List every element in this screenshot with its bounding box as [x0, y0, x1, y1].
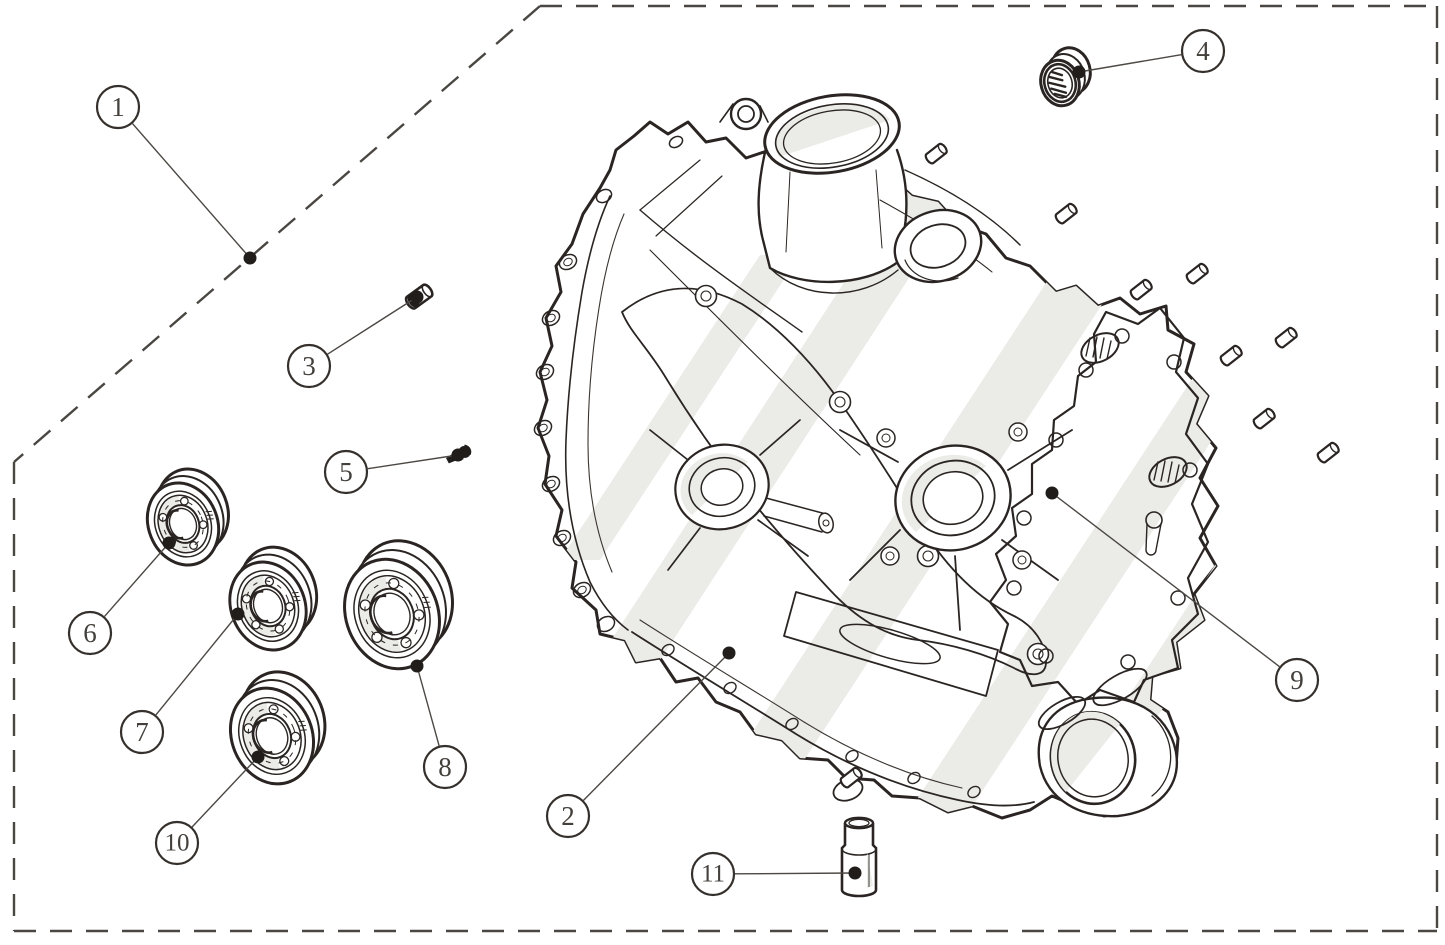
leader-dot	[1045, 486, 1059, 500]
leader-line	[734, 872, 856, 875]
leader-dot	[251, 750, 265, 764]
dowel-pin	[1316, 441, 1340, 464]
callout-number: 2	[561, 801, 575, 831]
leader-dot	[162, 536, 176, 550]
callout-11: 11	[690, 851, 862, 897]
callout-5: 5	[323, 448, 465, 495]
crankcase-details	[533, 93, 1210, 818]
crankcase-illustration	[533, 93, 1220, 820]
callout-circle	[323, 449, 369, 495]
callout-3: 3	[286, 290, 424, 389]
bushing	[840, 816, 878, 898]
ball-bearing	[228, 545, 319, 652]
callout-circle	[67, 610, 113, 656]
callout-9: 9	[1045, 486, 1320, 703]
leader-line	[131, 123, 251, 259]
page-border	[12, 4, 1439, 933]
leader-dot	[1072, 65, 1086, 79]
leader-line	[416, 665, 440, 746]
leader-dot	[243, 251, 257, 265]
needle-bearing	[1039, 46, 1092, 108]
callout-number: 1	[111, 92, 125, 122]
dowel-pin	[1129, 278, 1153, 301]
leader-dot	[231, 607, 245, 621]
callout-8: 8	[410, 659, 468, 790]
leader-line	[1051, 492, 1280, 668]
leader-line	[582, 652, 730, 801]
callout-circle	[286, 343, 332, 389]
callout-1: 1	[95, 84, 257, 265]
leader-dot	[722, 646, 736, 660]
callout-circle	[119, 709, 165, 755]
dowel-pin	[1274, 326, 1298, 349]
callout-circle	[422, 744, 468, 790]
leader-line	[103, 542, 170, 617]
callout-6: 6	[67, 536, 176, 656]
border-diagonal	[13, 5, 541, 463]
callout-circle	[95, 84, 141, 130]
dowel-pin	[1219, 344, 1243, 367]
dowel-pin	[1054, 202, 1078, 225]
callout-number: 7	[135, 717, 149, 747]
leader-line	[367, 454, 459, 470]
leader-line	[191, 756, 259, 828]
loose-parts	[145, 46, 1340, 898]
callout-circle	[1180, 28, 1226, 74]
dowel-pin	[839, 766, 863, 789]
callout-number: 9	[1290, 665, 1304, 695]
callout-10: 10	[154, 750, 265, 866]
ball-bearing	[228, 670, 327, 786]
leader-dot	[848, 866, 862, 880]
leader-dot	[410, 290, 424, 304]
callout-number: 6	[83, 618, 97, 648]
callout-number: 5	[339, 457, 353, 487]
callout-circle	[154, 820, 200, 866]
callout-number: 3	[302, 351, 316, 381]
callout-number: 10	[165, 830, 190, 857]
callout-4: 4	[1072, 28, 1226, 79]
leader-line	[327, 296, 418, 355]
callouts: 1 2 3 4 5 6 7 8 9 10 11	[67, 28, 1320, 897]
leader-dot	[410, 659, 424, 673]
callout-number: 11	[701, 861, 725, 888]
leader-dot	[451, 448, 465, 462]
callout-circle	[545, 793, 591, 839]
ball-bearing	[343, 539, 455, 671]
leader-line	[155, 613, 239, 716]
callout-circle	[1274, 657, 1320, 703]
dowel-pin	[1252, 407, 1276, 430]
callout-7: 7	[119, 607, 245, 755]
leader-line	[1078, 53, 1182, 73]
ball-bearing	[145, 467, 230, 567]
dowel-pin	[924, 142, 948, 165]
callout-number: 4	[1196, 36, 1210, 66]
callout-2: 2	[545, 646, 736, 839]
callout-number: 8	[438, 752, 452, 782]
callout-circle	[690, 851, 736, 897]
dowel-pin	[1185, 262, 1209, 285]
